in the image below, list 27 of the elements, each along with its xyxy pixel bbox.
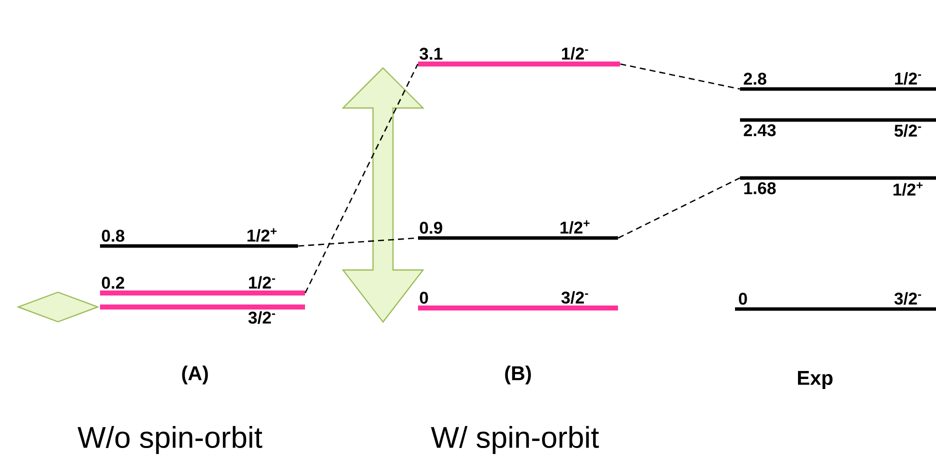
connector-line [304,64,418,294]
energy-value: 0.8 [102,230,124,242]
energy-value: 0 [420,292,428,304]
panel-label: (B) [505,366,531,384]
panel-label: Exp [798,371,833,389]
energy-value: 3.1 [420,48,442,60]
spin-label: 1/2$^{+}$ [248,228,277,242]
energy-value: 1.68 [744,182,776,194]
spin-label: 3/2$^{-}$ [248,311,276,324]
spin-label: 1/2$^{+}$ [894,182,923,196]
connector-line [618,177,740,239]
spin-label: 5/2$^{-}$ [894,124,922,137]
energy-value: 0.2 [102,276,124,289]
panel-label: (A) [182,366,208,384]
spin-label: 1/2$^{-}$ [249,276,276,289]
spin-label: 3/2$^{-}$ [561,291,588,304]
energy-value: 0.9 [420,222,442,234]
energy-value: 2.43 [744,124,776,136]
caption: W/o spin-orbit [78,426,262,454]
connector-line [620,63,740,90]
caption: W/ spin-orbit [430,426,599,454]
spin-label: 1/2$^{+}$ [560,220,590,234]
energy-value: 0 [738,292,747,305]
spin-label: 1/2$^{-}$ [895,72,922,85]
spin-label: 3/2$^{-}$ [894,292,922,305]
energy-value: 2.8 [744,72,766,85]
spin-label: 1/2$^{-}$ [562,47,588,60]
